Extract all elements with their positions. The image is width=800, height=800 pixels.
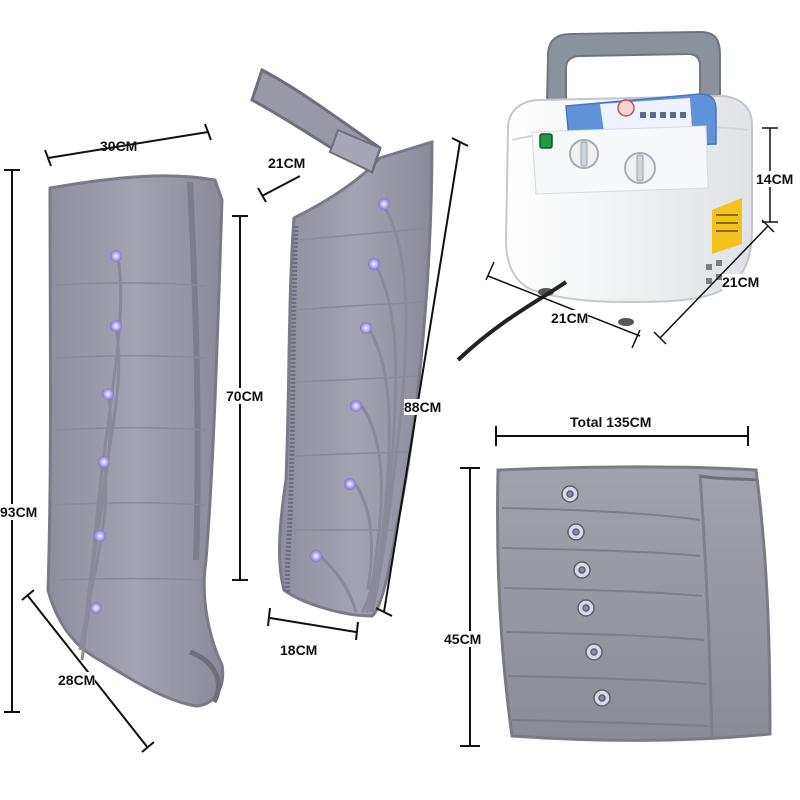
arm-length-label: 88CM <box>404 399 442 415</box>
unit-depth-label: 21CM <box>551 310 589 326</box>
unit-logo <box>617 99 635 117</box>
arm-top-label: 21CM <box>268 155 306 171</box>
arm-port-icons <box>310 198 390 562</box>
power-switch <box>539 133 553 149</box>
arm-bottom-label: 18CM <box>280 642 318 658</box>
leg-width-label: 30CM <box>100 138 138 154</box>
belt-wrap-garment <box>496 465 772 742</box>
control-unit <box>456 30 753 362</box>
unit-height-label: 14CM <box>756 171 794 187</box>
belt-height-label: 45CM <box>444 631 482 647</box>
leg-height-label: 93CM <box>0 504 38 520</box>
belt-port-icons <box>561 485 611 707</box>
unit-width-label: 21CM <box>722 274 760 290</box>
belt-total-label: Total 135CM <box>570 414 652 430</box>
belt-dimension-lines <box>460 426 749 747</box>
leg-wrap-garment <box>46 174 225 708</box>
arm-inner-label: 70CM <box>226 388 264 404</box>
leg-ankle-label: 28CM <box>58 672 96 688</box>
arm-wrap-garment <box>250 67 434 618</box>
leg-port-icons <box>90 250 122 614</box>
unit-dimension-lines <box>485 127 778 349</box>
